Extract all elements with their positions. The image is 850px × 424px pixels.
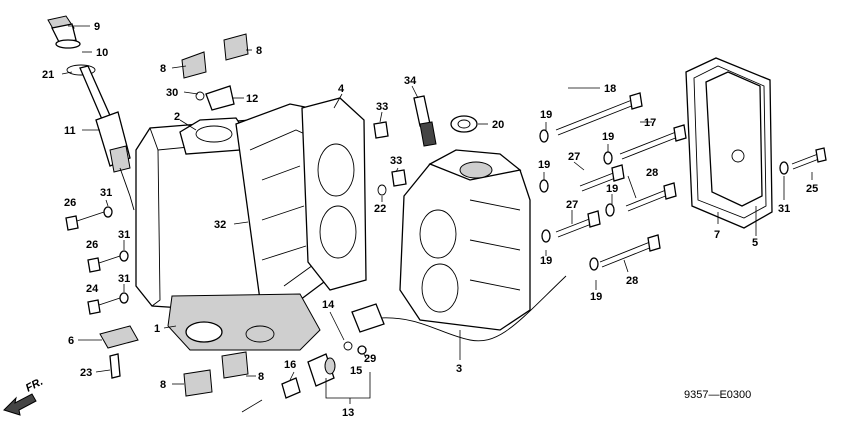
clip-half-bottom-b bbox=[221, 351, 249, 379]
bolt-23 bbox=[109, 353, 121, 379]
callout-2: 2 bbox=[174, 111, 180, 123]
callout-21: 21 bbox=[42, 69, 54, 81]
bolt-16 bbox=[281, 377, 301, 399]
callout-17: 17 bbox=[644, 117, 656, 129]
bracket-6 bbox=[99, 325, 139, 349]
callout-1: 1 bbox=[154, 323, 160, 335]
callout-28: 28 bbox=[626, 275, 638, 287]
callout-27: 27 bbox=[566, 199, 578, 211]
head-bolt-27-upper bbox=[579, 164, 625, 192]
callout-9: 9 bbox=[94, 21, 100, 33]
callout-20: 20 bbox=[492, 119, 504, 131]
dipstick-o-ring bbox=[66, 64, 96, 76]
callout-31: 31 bbox=[100, 187, 112, 199]
callout-19: 19 bbox=[538, 159, 550, 171]
callout-19: 19 bbox=[540, 109, 552, 121]
callout-7: 7 bbox=[714, 229, 720, 241]
callout-18: 18 bbox=[604, 83, 616, 95]
callout-14: 14 bbox=[322, 299, 335, 311]
callout-26: 26 bbox=[64, 197, 76, 209]
head-bolt-17 bbox=[619, 124, 687, 160]
oil-dipstick-tube bbox=[79, 65, 135, 211]
clip-half-top-b bbox=[223, 33, 249, 61]
leader-lines bbox=[61, 25, 813, 413]
cover-bolt-25 bbox=[779, 147, 827, 175]
head-bolt-28-lower bbox=[599, 234, 661, 268]
callout-8: 8 bbox=[256, 45, 262, 57]
cylinder-head-gasket bbox=[301, 97, 367, 291]
washer-22 bbox=[377, 184, 387, 196]
callout-16: 16 bbox=[284, 359, 296, 371]
callout-8: 8 bbox=[160, 379, 166, 391]
callout-34: 34 bbox=[404, 75, 417, 87]
callout-31: 31 bbox=[778, 203, 790, 215]
callout-25: 25 bbox=[806, 183, 818, 195]
callout-11: 11 bbox=[64, 125, 76, 137]
head-cover bbox=[705, 71, 763, 207]
callout-10: 10 bbox=[96, 47, 108, 59]
screw-29 bbox=[357, 345, 367, 355]
breather-bracket bbox=[195, 85, 235, 111]
callout-27: 27 bbox=[568, 151, 580, 163]
dowel-pin-a bbox=[373, 121, 389, 139]
thermo-sensor-wire bbox=[343, 275, 567, 351]
callout-labels: 9 10 21 11 8 8 30 12 2 4 34 33 20 33 22 … bbox=[42, 21, 818, 419]
callout-3: 3 bbox=[456, 363, 462, 375]
callout-33: 33 bbox=[376, 101, 388, 113]
fr-direction-arrow bbox=[3, 393, 37, 416]
thermo-switch bbox=[307, 353, 336, 387]
washers-19 bbox=[539, 129, 615, 271]
callout-32: 32 bbox=[214, 219, 226, 231]
clip-half-bottom-a bbox=[183, 369, 213, 397]
head-bolt-18 bbox=[555, 92, 643, 136]
oil-seal bbox=[450, 115, 478, 133]
callout-31: 31 bbox=[118, 273, 130, 285]
callout-22: 22 bbox=[374, 203, 386, 215]
callout-5: 5 bbox=[752, 237, 758, 249]
spark-plug bbox=[413, 95, 437, 147]
callout-8: 8 bbox=[258, 371, 264, 383]
head-bolt-27-lower bbox=[555, 210, 601, 238]
fr-direction-label: FR. bbox=[24, 376, 45, 395]
callout-19: 19 bbox=[540, 255, 552, 267]
callout-33: 33 bbox=[390, 155, 402, 167]
callout-29: 29 bbox=[364, 353, 376, 365]
callout-31: 31 bbox=[118, 229, 130, 241]
cylinder-head bbox=[399, 149, 531, 331]
oil-filler-cap bbox=[47, 15, 81, 49]
callout-6: 6 bbox=[68, 335, 74, 347]
callout-12: 12 bbox=[246, 93, 258, 105]
callout-23: 23 bbox=[80, 367, 92, 379]
callout-26: 26 bbox=[86, 239, 98, 251]
head-bolt-28-upper bbox=[625, 182, 677, 212]
cylinder-block-base-gasket bbox=[167, 293, 321, 351]
callout-28: 28 bbox=[646, 167, 658, 179]
callout-13: 13 bbox=[342, 407, 354, 419]
callout-19: 19 bbox=[590, 291, 602, 303]
clip-half-top-a bbox=[181, 51, 207, 79]
callout-30: 30 bbox=[166, 87, 178, 99]
callout-8: 8 bbox=[160, 63, 166, 75]
callout-15: 15 bbox=[350, 365, 362, 377]
bolts-left bbox=[65, 206, 129, 315]
callout-24: 24 bbox=[86, 283, 99, 295]
callout-4: 4 bbox=[338, 83, 345, 95]
drawing-code: 9357—E0300 bbox=[684, 389, 751, 401]
callout-19: 19 bbox=[606, 183, 618, 195]
callout-19: 19 bbox=[602, 131, 614, 143]
dowel-pin-b bbox=[391, 169, 407, 187]
